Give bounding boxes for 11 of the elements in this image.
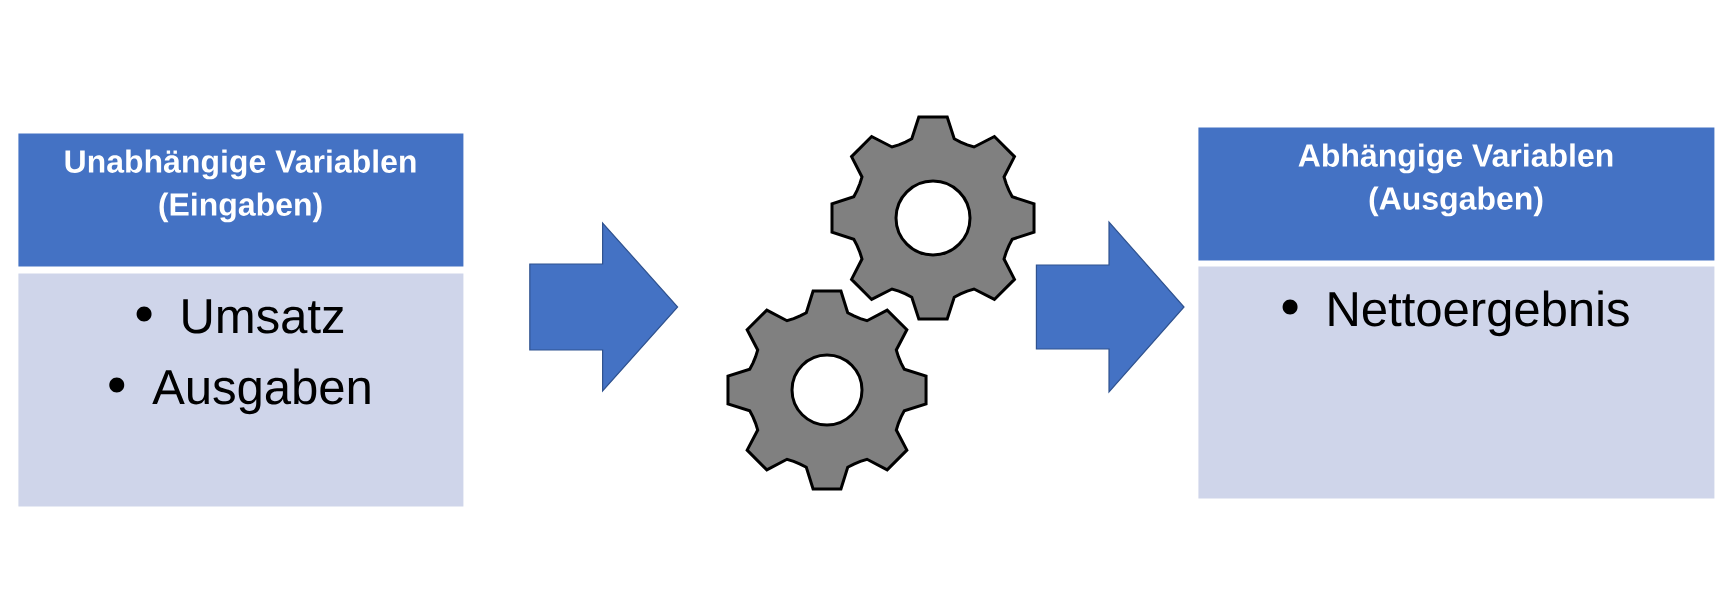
list-box [1198,266,1715,499]
block-arrow [529,221,679,393]
gear [830,115,1036,321]
list-item: Nettoergebnis [1329,290,1629,337]
gear [726,289,928,491]
block-arrow [1035,220,1185,394]
header-band: Abhängige Variablen (Ausgaben) [1198,127,1715,261]
list-item: Ausgaben [152,368,370,415]
list-box [18,273,464,507]
header-band: Unabhängige Variablen (Eingaben) [18,133,464,267]
list-item: Umsatz [183,299,344,334]
